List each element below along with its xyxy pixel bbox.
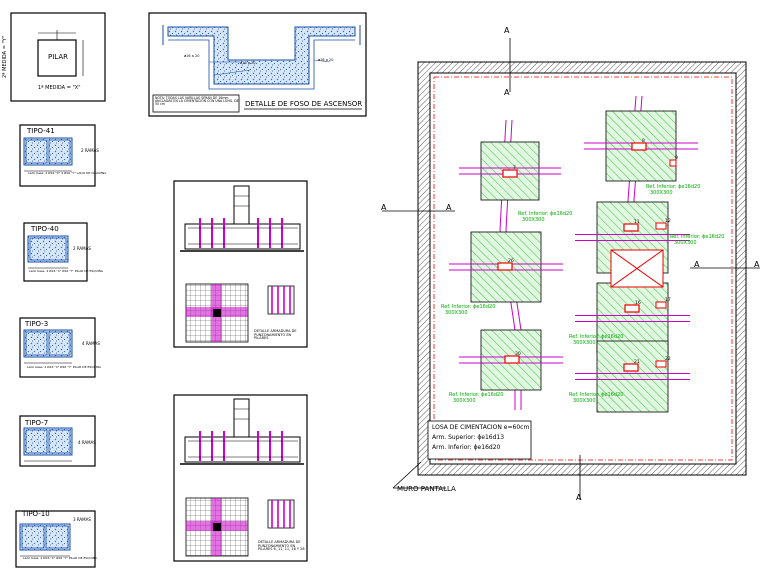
footing-size: 300X300 [522,217,545,223]
pillar-number: 8 [642,138,645,144]
section-marker-right-2: A [754,260,760,269]
footing-size: 300X300 [650,190,673,196]
footing-size: 300X300 [445,310,468,316]
footing-7 [459,141,561,201]
footing-note: Ref. Inferior: ϕe16d20 [449,392,503,398]
pillar-7 [502,169,518,178]
section-marker-bottom: A [576,493,582,502]
footing-note: Ref. Inferior: ϕe16d20 [518,211,572,217]
pillar-dimension-key [10,12,106,102]
pillar-16 [624,304,640,313]
type-3-side-note: 4 RAMAS [82,341,100,346]
elevator-pit-note: NOTA: TODAS LAS VARILLAS SERAN DE 16mm A… [155,96,239,107]
type-3-title: TIPO-3 [25,320,49,328]
footing-note: Ref. Inferior: ϕe16d20 [646,184,700,190]
legend-line-3: Arm. Inferior: ϕe16d20 [432,444,501,451]
footing-8 [584,110,698,182]
pillar-8 [631,142,647,151]
legend-line-1: LOSA DE CIMENTACION e=60cm [432,424,530,431]
pillar-9 [669,159,677,167]
pillar-label: PILAR [48,53,68,61]
punching-detail-sheet-2 [173,394,308,562]
section-marker-left-2: A [446,203,452,212]
footing-note: Ref. Inferior: ϕe16d20 [441,304,495,310]
type-7-side-note: 4 RAMAS [78,440,96,445]
dimension-y-label: 2ª MEDIDA = "Y" [2,35,8,78]
pillar-21 [623,363,639,372]
type-40-title: TIPO-40 [31,225,59,233]
pillar-number: 22 [665,356,671,362]
elevator-pit-detail [148,12,367,117]
pit-rebar-label-1: ø16 a 20 [184,54,200,58]
type-10-bottom-note: Lado base: 4 Ø16 "X" Ø16 "Y" PILAR DE ES… [23,556,97,560]
section-marker-top-2: A [504,88,510,97]
pillar-number: 9 [675,155,678,161]
wall-label: MURO PANTALLA [397,485,456,493]
section-card-2 [23,222,88,282]
footing-size: 300X300 [453,398,476,404]
detail-sheet-1-caption: DETALLE ARMADURA DE PUNZONAMIENTO EN PIL… [254,329,297,340]
pillar-number: 7 [513,165,516,171]
pillar-26 [497,262,513,271]
type-41-title: TIPO-41 [27,127,55,135]
detail-sheet-2-caption: DETALLE ARMADURA DE PUNZONAMIENTO EN PIL… [258,540,305,551]
pillar-11 [623,223,639,232]
pillar-number: 11 [634,219,640,225]
dimension-x-label: 1ª MEDIDA = "X" [38,85,81,91]
elevator-pit-title: DETALLE DE FOSO DE ASCENSOR [245,100,363,108]
punching-detail-sheet-1 [173,180,308,348]
footing-size: 300X300 [573,398,596,404]
pillar-17 [655,301,667,309]
pillar-number: 17 [665,297,671,303]
section-marker-top: A [504,26,510,35]
type-10-side-note: 3 RAMAS [73,517,91,522]
pillar-number: 16 [635,300,641,306]
footing-26 [449,231,563,303]
section-marker-right: A [694,260,700,269]
footing-note: Ref. Inferior: ϕe16d20 [670,234,724,240]
section-card-3 [19,317,96,378]
foundation-plan [382,38,760,500]
legend-line-2: Arm. Superior: ϕe16d13 [432,434,505,441]
pillar-22 [655,360,667,368]
type-41-bottom-note: Lado base: 4 Ø16 "X" 4 Ø16 "Y" LADO DE C… [28,171,107,175]
footing-note: Ref. Inferior: ϕe16d20 [569,334,623,340]
footing-30 [459,329,563,391]
pillar-number: 21 [634,359,640,365]
footing-note: Ref. Inferior: ϕe16d20 [569,392,623,398]
type-7-title: TIPO-7 [25,419,49,427]
section-card-5 [15,510,96,568]
pillar-12 [655,222,667,230]
pillar-number: 12 [665,218,671,224]
section-card-4 [19,415,96,467]
pillar-number: 26 [508,258,514,264]
footing-size: 300X300 [573,340,596,346]
footing-21 [575,340,690,413]
footing-size: 300X300 [674,240,697,246]
type-41-side-note: 2 RAMAS [81,148,99,153]
type-3-bottom-note: Lado base: 4 Ø16 "X" Ø16 "Y" PILAR DE ES… [27,365,101,369]
pit-rebar-label-2: ø16 a 20 [240,61,256,65]
section-card-1 [19,124,96,187]
section-marker-left: A [381,203,387,212]
section-type-cards [15,124,96,568]
pillar-30 [504,355,520,364]
type-40-side-note: 2 RAMAS [73,246,91,251]
pit-rebar-label-3: ø16 a 20 [318,58,334,62]
pillar-number: 30 [515,351,521,357]
type-40-bottom-note: Lado base: 4 Ø16 "X" Ø16 "Y" PILAR DE ES… [29,269,103,273]
type-10-title: TIPO-10 [22,510,50,518]
